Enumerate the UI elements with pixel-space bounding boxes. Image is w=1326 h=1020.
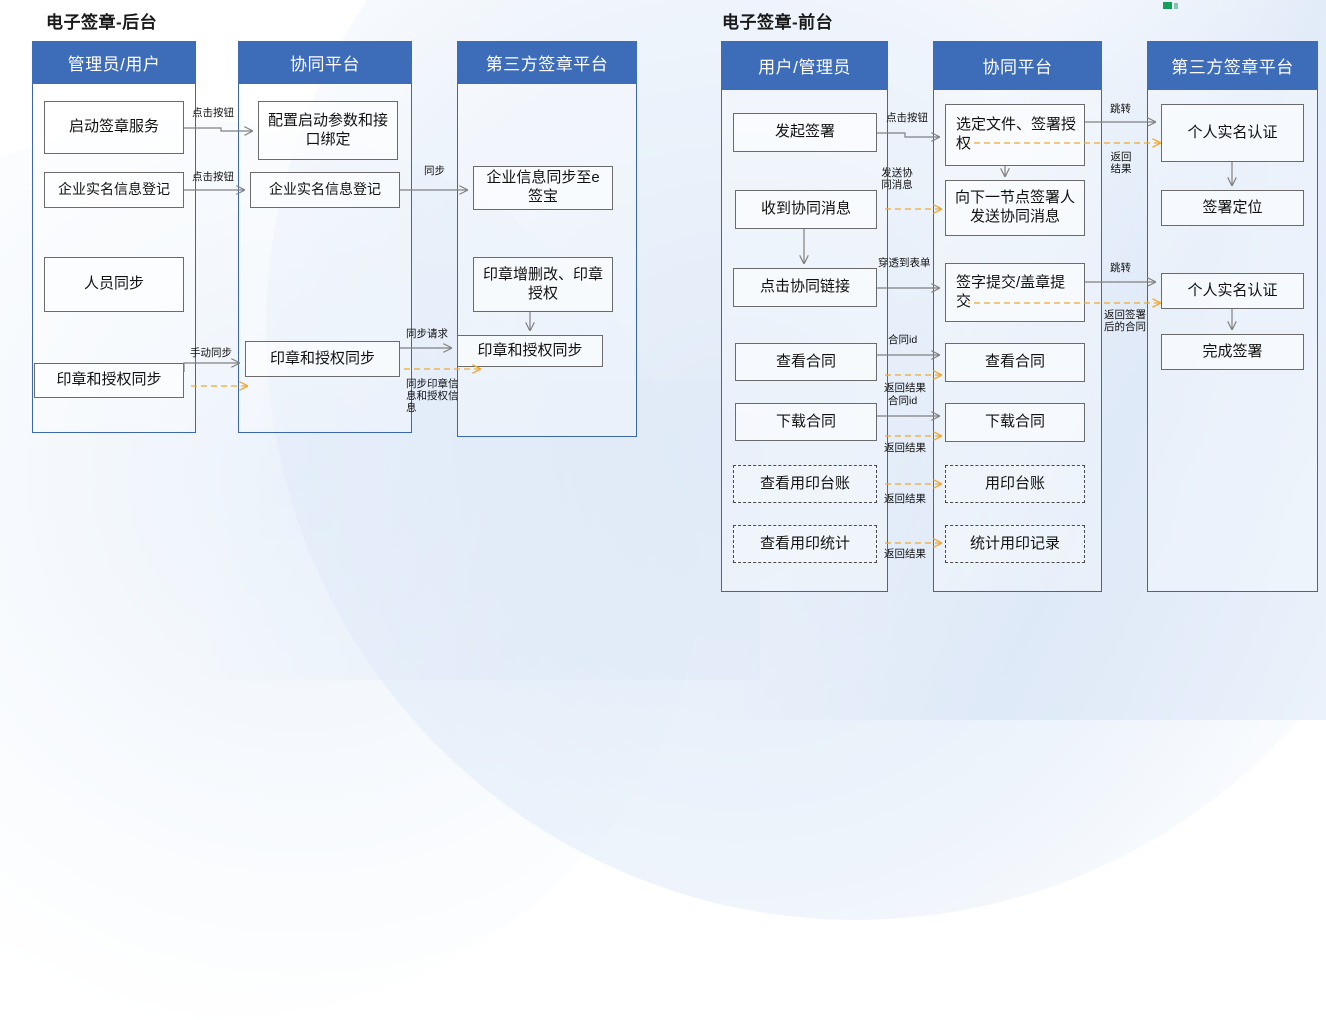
backend-diagram-title: 电子签章-后台 xyxy=(46,13,158,32)
green-marker-secondary-icon xyxy=(1174,3,1178,9)
backend-lane-1-header: 管理员/用户 xyxy=(32,41,196,84)
frontend-diagram-title: 电子签章-前台 xyxy=(722,13,834,32)
diagram-canvas: 电子签章-后台 管理员/用户 协同平台 第三方签章平台 启动签章服务 企业实名信… xyxy=(32,13,1318,592)
node-download-contract-platform[interactable]: 下载合同 xyxy=(945,403,1085,442)
node-enterprise-realname-register-user[interactable]: 企业实名信息登记 xyxy=(44,172,184,208)
edge-label-click-button-2: 点击按钮 xyxy=(192,171,234,183)
edge-label-return-result-5: 返回结果 xyxy=(884,548,926,560)
frontend-lane-2-header: 协同平台 xyxy=(933,41,1102,90)
node-select-file-sign-auth[interactable]: 选定文件、签署授权 xyxy=(945,104,1085,166)
node-start-seal-service[interactable]: 启动签章服务 xyxy=(44,101,184,154)
edge-label-manual-sync: 手动同步 xyxy=(190,347,232,359)
edge-label-contract-id-1: 合同id xyxy=(888,334,918,346)
node-send-collab-message-next-signer[interactable]: 向下一节点签署人发送协同消息 xyxy=(945,180,1085,236)
node-view-seal-statistics-user[interactable]: 查看用印统计 xyxy=(733,525,877,563)
node-enterprise-realname-register-platform[interactable]: 企业实名信息登记 xyxy=(250,172,400,208)
node-personal-realname-auth-1[interactable]: 个人实名认证 xyxy=(1161,104,1304,162)
frontend-lane-1-header: 用户/管理员 xyxy=(721,41,888,90)
edge-label-jump-1: 跳转 xyxy=(1110,103,1131,115)
frontend-lane-3-header: 第三方签章平台 xyxy=(1147,41,1318,90)
green-marker-icon xyxy=(1163,2,1172,9)
node-view-contract-user[interactable]: 查看合同 xyxy=(735,343,877,381)
edge-label-sync: 同步 xyxy=(424,165,445,177)
edge-label-contract-id-2: 合同id xyxy=(888,395,918,407)
edge-label-jump-2: 跳转 xyxy=(1110,262,1131,274)
backend-lane-3 xyxy=(457,41,637,437)
edge-label-sync-request: 同步请求 xyxy=(406,328,448,340)
edge-label-click-button-1: 点击按钮 xyxy=(192,107,234,119)
edge-label-sync-seal-auth-info: 同步印章信息和授权信息 xyxy=(406,378,459,414)
node-receive-collab-message[interactable]: 收到协同消息 xyxy=(735,190,877,229)
node-seal-auth-sync-thirdparty[interactable]: 印章和授权同步 xyxy=(457,335,603,367)
node-signing-position[interactable]: 签署定位 xyxy=(1161,190,1304,226)
node-enterprise-info-sync-esign[interactable]: 企业信息同步至e签宝 xyxy=(473,166,613,210)
node-personnel-sync[interactable]: 人员同步 xyxy=(44,257,184,312)
node-complete-signing[interactable]: 完成签署 xyxy=(1161,334,1304,370)
node-seal-auth-sync-platform[interactable]: 印章和授权同步 xyxy=(245,341,400,377)
node-view-contract-platform[interactable]: 查看合同 xyxy=(945,343,1085,382)
edge-label-return-result-2: 返回结果 xyxy=(884,382,926,394)
edge-label-return-result-3: 返回结果 xyxy=(884,442,926,454)
edge-label-penetrate-to-form: 穿透到表单 xyxy=(878,257,931,269)
node-personal-realname-auth-2[interactable]: 个人实名认证 xyxy=(1161,273,1304,309)
node-seal-crud-authorization[interactable]: 印章增删改、印章授权 xyxy=(473,257,613,312)
edge-label-return-result-1: 返回结果 xyxy=(1110,151,1132,175)
backend-lane-3-header: 第三方签章平台 xyxy=(457,41,637,84)
edge-label-return-result-4: 返回结果 xyxy=(884,493,926,505)
backend-lane-2-header: 协同平台 xyxy=(238,41,412,84)
node-config-start-params[interactable]: 配置启动参数和接口绑定 xyxy=(258,101,398,160)
node-view-seal-ledger-user[interactable]: 查看用印台账 xyxy=(733,465,877,503)
node-initiate-signing[interactable]: 发起签署 xyxy=(733,113,877,152)
node-sign-submit-stamp-submit[interactable]: 签字提交/盖章提交 xyxy=(945,263,1085,322)
edge-label-send-collab-message: 发送协同消息 xyxy=(881,167,913,191)
node-seal-auth-sync-user[interactable]: 印章和授权同步 xyxy=(34,363,184,398)
edge-label-click-button-front: 点击按钮 xyxy=(886,112,928,124)
node-click-collab-link[interactable]: 点击协同链接 xyxy=(733,268,877,307)
edge-label-return-signed-contract: 返回签署后的合同 xyxy=(1104,309,1146,333)
node-seal-record-statistics-platform[interactable]: 统计用印记录 xyxy=(945,525,1085,563)
node-download-contract-user[interactable]: 下载合同 xyxy=(735,403,877,441)
node-seal-ledger-platform[interactable]: 用印台账 xyxy=(945,465,1085,503)
